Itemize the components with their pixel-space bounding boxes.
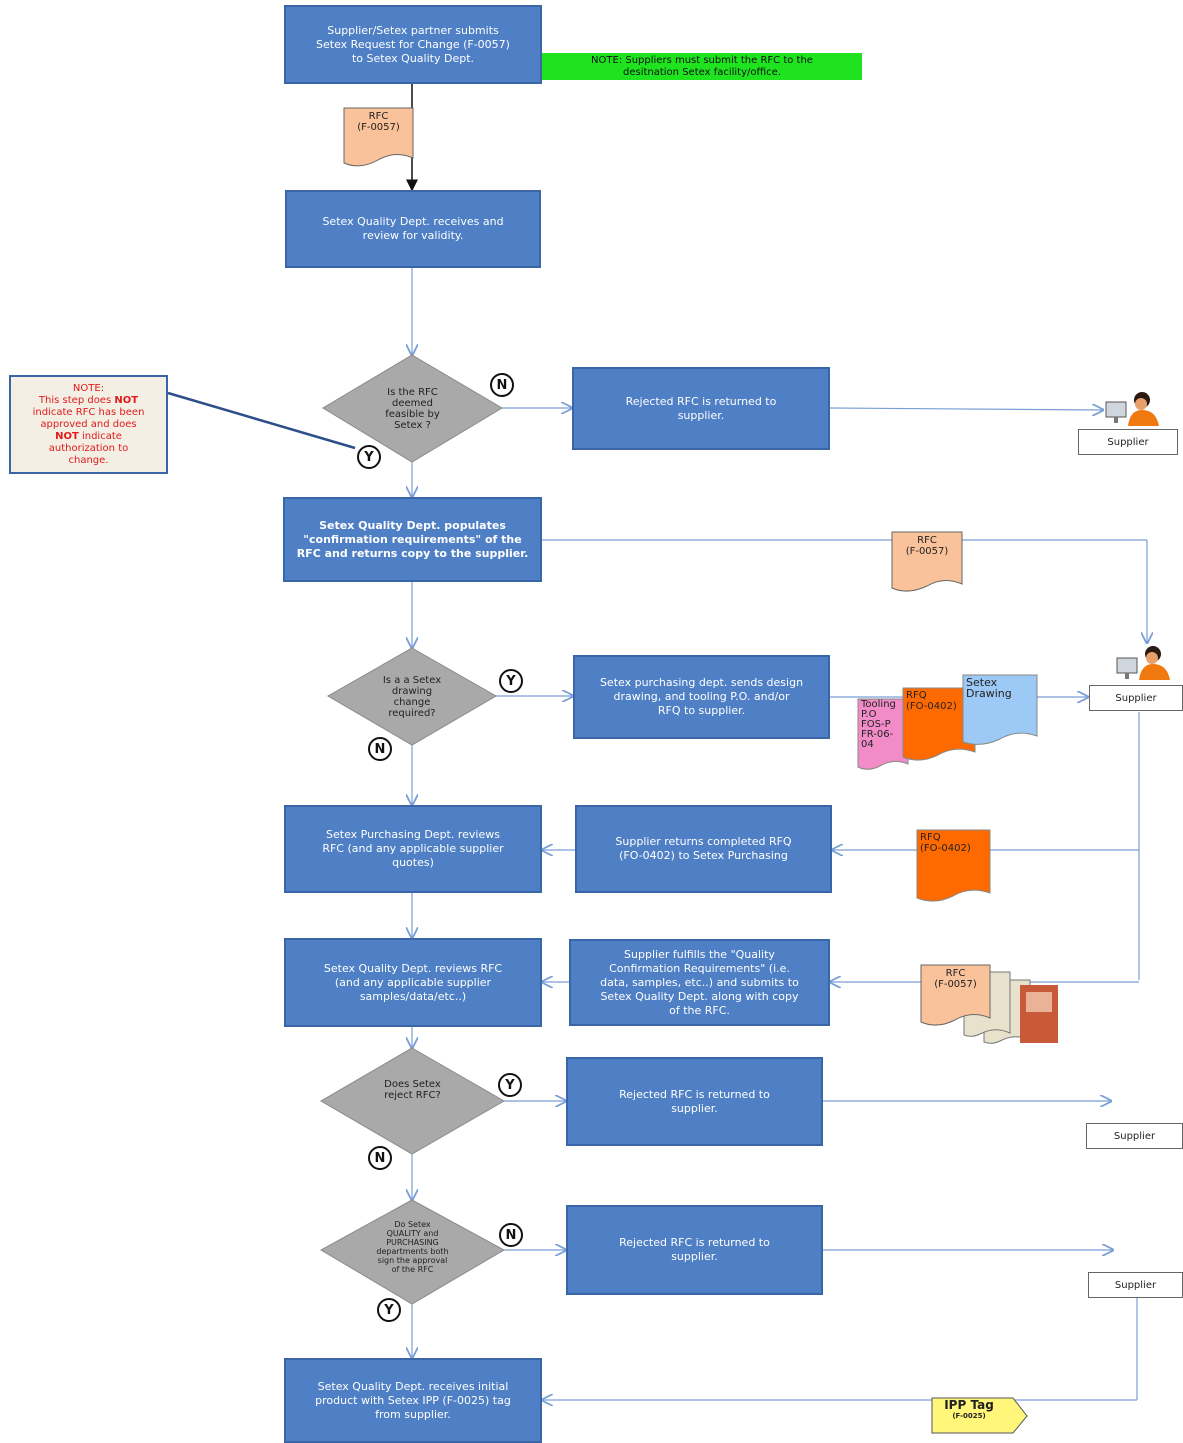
note-red-line1-b: NOT xyxy=(114,394,139,406)
rfc-doc-2-shape xyxy=(891,531,963,592)
decision-drawing-label: Is a a Setex drawing change required? xyxy=(382,674,442,719)
note-red: NOTE: This step does NOT indicate RFC ha… xyxy=(9,375,168,474)
process-rejected-2: Rejected RFC is returned to supplier. xyxy=(566,1057,823,1146)
decision-reject-shape xyxy=(320,1047,506,1155)
note-red-line3: approved and does xyxy=(40,418,137,430)
decision-feasible-label: Is the RFC deemed feasible by Setex ? xyxy=(385,386,440,431)
badge-yes: Y xyxy=(498,1073,522,1097)
rfq-doc-2-shape xyxy=(916,829,991,902)
tooling-doc-label: Tooling P.O FOS-P FR-06- 04 xyxy=(861,699,896,750)
decision-reject-label: Does Setex reject RFC? xyxy=(384,1079,441,1102)
badge-no: N xyxy=(490,373,514,397)
process-supplier-fulfills: Supplier fulfills the "Quality Confirmat… xyxy=(569,939,830,1026)
note-red-line6: change. xyxy=(68,454,109,466)
rfc-doc-3-label: RFC (F-0057) xyxy=(934,968,977,990)
supplier-label: Supplier xyxy=(1089,685,1183,711)
rfc-doc-1-label: RFC (F-0057) xyxy=(357,111,400,133)
decision-sign-label: Do Setex QUALITY and PURCHASING departme… xyxy=(376,1219,449,1274)
rfq-doc-1-label: RFQ (FO-0402) xyxy=(906,690,957,712)
badge-no: N xyxy=(368,737,392,761)
process-receives-initial-product: Setex Quality Dept. receives initial pro… xyxy=(284,1358,542,1443)
badge-no: N xyxy=(368,1146,392,1170)
note-red-line1-a: This step does xyxy=(38,394,115,406)
supplier-person-icon-1 xyxy=(1105,392,1159,426)
note-red-line4-a: NOT xyxy=(55,430,79,442)
arrow-rejected1-to-supplier xyxy=(829,408,1103,410)
supplier-label: Supplier xyxy=(1078,429,1178,455)
ipp-tag-shape xyxy=(931,1397,1028,1434)
decision-sign: Do Setex QUALITY and PURCHASING departme… xyxy=(321,1200,504,1304)
supplier-label: Supplier xyxy=(1088,1272,1183,1298)
rfc-doc-2-label: RFC (F-0057) xyxy=(905,535,949,557)
rfc-doc-3-shape xyxy=(920,964,991,1026)
process-receive-review: Setex Quality Dept. receives and review … xyxy=(285,190,541,268)
process-quality-reviews: Setex Quality Dept. reviews RFC (and any… xyxy=(284,938,542,1027)
drawing-doc-shape xyxy=(962,674,1038,745)
badge-no: N xyxy=(499,1223,523,1247)
decision-feasible-shape xyxy=(322,354,503,463)
process-purchasing-reviews: Setex Purchasing Dept. reviews RFC (and … xyxy=(284,805,542,893)
rfc-doc-1-shape xyxy=(343,107,414,167)
note-green: NOTE: Suppliers must submit the RFC to t… xyxy=(542,53,862,80)
process-rejected-1: Rejected RFC is returned to supplier. xyxy=(572,367,830,450)
badge-yes: Y xyxy=(377,1298,401,1322)
process-supplier-returns-rfq: Supplier returns completed RFQ (FO-0402)… xyxy=(575,805,832,893)
supplier-label: Supplier xyxy=(1086,1123,1183,1149)
note-red-line1: This step does NOT xyxy=(39,395,138,407)
note-red-line2: indicate RFC has been xyxy=(32,406,145,418)
decision-feasible: Is the RFC deemed feasible by Setex ? xyxy=(323,355,502,462)
decision-reject: Does Setex reject RFC? xyxy=(321,1048,504,1154)
tooling-doc-shape xyxy=(857,698,909,770)
decision-sign-shape xyxy=(319,1199,506,1305)
process-populate-requirements: Setex Quality Dept. populates "confirmat… xyxy=(283,497,542,582)
ipp-tag-code: (F-0025) xyxy=(952,1412,986,1420)
note-connector xyxy=(167,391,356,450)
note-red-line4: NOT indicate xyxy=(55,431,122,443)
decision-drawing-change: Is a a Setex drawing change required? xyxy=(328,648,496,745)
process-rejected-3: Rejected RFC is returned to supplier. xyxy=(566,1205,823,1295)
badge-yes: Y xyxy=(357,445,381,469)
supplier-person-icon-2 xyxy=(1116,646,1170,680)
drawing-doc-label: Setex Drawing xyxy=(966,676,1012,700)
process-submit-rfc: Supplier/Setex partner submits Setex Req… xyxy=(284,5,542,84)
decision-drawing-shape xyxy=(327,647,497,746)
note-red-line5: authorization to xyxy=(48,442,129,454)
note-red-title: NOTE: xyxy=(72,382,105,394)
note-red-line4-b: indicate xyxy=(78,430,122,442)
process-purchasing-sends: Setex purchasing dept. sends design draw… xyxy=(573,655,830,739)
badge-yes: Y xyxy=(499,669,523,693)
rfq-doc-1-shape xyxy=(902,687,976,761)
rfq-doc-2-label: RFQ (FO-0402) xyxy=(920,832,971,854)
ipp-tag-title: IPP Tag xyxy=(944,1398,994,1412)
